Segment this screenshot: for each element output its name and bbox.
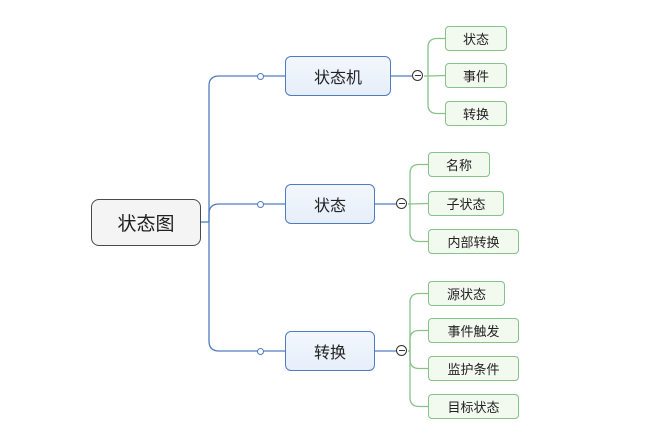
root-branch-link [208, 203, 285, 222]
leaf-label: 转换 [462, 108, 489, 123]
leaf-label: 子状态 [446, 198, 486, 213]
root-label: 状态图 [117, 213, 175, 235]
collapse-minus-icon[interactable] [396, 345, 407, 356]
branch-node-state[interactable]: 状态 [285, 184, 375, 224]
branch-leaf-link [409, 204, 428, 243]
leaf-label: 内部转换 [447, 236, 500, 251]
branch-leaf-link [427, 76, 445, 115]
branch-leaf-link [409, 351, 428, 370]
branch-leaf-link [409, 292, 428, 351]
connector-dot-icon [257, 73, 264, 80]
leaf-node[interactable]: 转换 [445, 101, 507, 126]
leaf-node[interactable]: 名称 [428, 152, 490, 177]
branch-leaf-link [427, 74, 446, 77]
branch-label: 转换 [313, 343, 346, 362]
leaf-label: 源状态 [446, 288, 486, 303]
branch-leaf-link [409, 329, 428, 351]
branch-label: 状态 [313, 196, 346, 215]
branch-node-transition[interactable]: 转换 [285, 331, 375, 371]
branch-leaf-link [409, 351, 428, 408]
connector-dot-icon [257, 201, 264, 208]
leaf-label: 监护条件 [447, 363, 500, 378]
branch-node-state-machine[interactable]: 状态机 [285, 56, 391, 96]
leaf-label: 事件触发 [447, 325, 500, 340]
branch-label: 状态机 [313, 68, 362, 87]
leaf-label: 目标状态 [447, 401, 500, 416]
leaf-node[interactable]: 状态 [445, 26, 507, 51]
connector-dot-icon [257, 348, 264, 355]
leaf-node[interactable]: 内部转换 [428, 229, 519, 254]
root-branch-link [208, 75, 285, 222]
leaf-node[interactable]: 子状态 [428, 191, 504, 216]
leaf-label: 名称 [445, 159, 472, 174]
leaf-node[interactable]: 事件触发 [428, 318, 519, 343]
collapse-minus-icon[interactable] [412, 70, 423, 81]
branch-leaf-link [409, 202, 429, 205]
root-node[interactable]: 状态图 [91, 199, 201, 246]
branch-leaf-link [409, 163, 428, 204]
root-branch-link [208, 222, 285, 352]
leaf-node[interactable]: 目标状态 [428, 394, 519, 419]
leaf-node[interactable]: 事件 [445, 63, 507, 88]
leaf-node[interactable]: 监护条件 [428, 356, 519, 381]
leaf-label: 事件 [462, 70, 489, 85]
branch-leaf-link [427, 37, 445, 76]
leaf-node[interactable]: 源状态 [428, 281, 505, 306]
leaf-label: 状态 [462, 33, 489, 48]
collapse-minus-icon[interactable] [396, 198, 407, 209]
